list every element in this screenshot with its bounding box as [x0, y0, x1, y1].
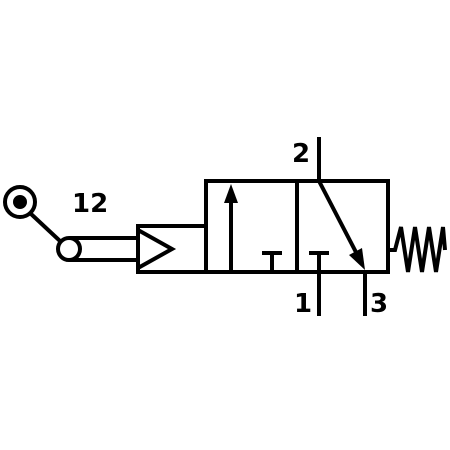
flow-arrow-up-head: [224, 184, 238, 203]
port-label-3: 3: [370, 289, 388, 319]
lever-pivot: [56, 236, 82, 262]
valve-body: [204, 179, 390, 274]
pilot-actuator: [136, 224, 208, 274]
roller-wheel: [3, 185, 37, 219]
left-position: [224, 184, 282, 272]
flow-arrow-diagonal-shaft: [317, 180, 361, 259]
port-lines: [317, 137, 367, 316]
lever-arm: [28, 211, 62, 243]
port-label-1: 1: [294, 289, 312, 319]
right-position: [309, 180, 365, 272]
port-label-2: 2: [292, 139, 310, 169]
pilot-label: 12: [72, 189, 108, 219]
flow-arrow-diagonal-head: [349, 248, 365, 270]
roller-lever-actuator: [3, 185, 140, 262]
roller-axle: [13, 195, 27, 209]
pilot-chevron: [137, 228, 177, 270]
return-spring: [388, 226, 447, 273]
